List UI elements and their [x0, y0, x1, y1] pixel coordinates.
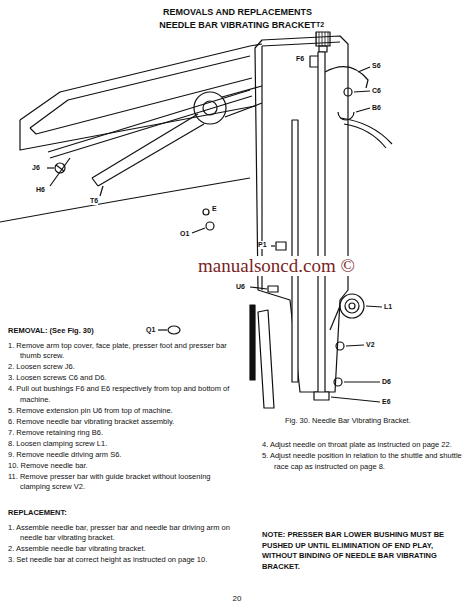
- step-text: 4. Pull out bushings F6 and E6 respectiv…: [8, 384, 238, 405]
- step-text: 4. Adjust needle on throat plate as inst…: [262, 440, 467, 451]
- callout-label: V2: [366, 341, 375, 349]
- step-text: 2. Assemble needle bar vibrating bracket…: [8, 544, 238, 555]
- callout-label: P1: [258, 241, 267, 249]
- step-text: 7. Remove retaining ring B6.: [8, 428, 238, 439]
- text-column: 4. Adjust needle on throat plate as inst…: [262, 440, 467, 473]
- callout-label: O1: [180, 230, 189, 238]
- callout-label: F6: [296, 55, 304, 63]
- text-column: REMOVAL: (See Fig. 30) 1. Remove arm top …: [8, 326, 238, 493]
- note-text: NOTE: PRESSER BAR LOWER BUSHING MUST BE …: [262, 530, 467, 572]
- text-column: NOTE: PRESSER BAR LOWER BUSHING MUST BE …: [262, 530, 467, 572]
- section-heading: REMOVAL: (See Fig. 30): [8, 326, 238, 337]
- step-text: 1. Assemble needle bar, presser bar and …: [8, 523, 238, 544]
- step-text: 3. Loosen screws C6 and D6.: [8, 373, 238, 384]
- callout-label: Q1: [146, 326, 155, 334]
- page-title: REMOVALS AND REPLACEMENTS NEEDLE BAR VIB…: [150, 6, 325, 32]
- callout-label: S6: [372, 62, 381, 70]
- callout-label: U6: [236, 283, 245, 291]
- step-text: 10. Remove needle bar.: [8, 461, 238, 472]
- callout-label: C6: [372, 87, 381, 95]
- step-text: 2. Loosen screw J6.: [8, 362, 238, 373]
- callout-label: L1: [384, 303, 392, 311]
- callout-label: T6: [90, 197, 98, 205]
- callout-label: E: [212, 205, 217, 213]
- step-text: 3. Set needle bar at correct height as i…: [8, 555, 238, 566]
- section-heading: REPLACEMENT:: [8, 508, 238, 519]
- step-text: 8. Loosen clamping screw L1.: [8, 439, 238, 450]
- step-text: 5. Adjust needle position in relation to…: [262, 451, 467, 472]
- callout-label: B6: [372, 104, 381, 112]
- figure-caption: Fig. 30. Needle Bar Vibrating Bracket.: [285, 416, 411, 426]
- step-text: 1. Remove arm top cover, face plate, pre…: [8, 341, 238, 362]
- callout-label: D6: [382, 378, 391, 386]
- step-text: 11. Remove presser bar with guide bracke…: [8, 472, 238, 493]
- step-text: 5. Remove extension pin U6 from top of m…: [8, 406, 238, 417]
- step-text: 9. Remove needle driving arm S6.: [8, 450, 238, 461]
- text-column: REPLACEMENT: 1. Assemble needle bar, pres…: [8, 508, 238, 566]
- watermark: manualsoncd.com ©: [198, 256, 355, 276]
- step-text: 6. Remove needle bar vibrating bracket a…: [8, 417, 238, 428]
- callout-label: J6: [32, 164, 40, 172]
- callout-label: T2: [316, 21, 324, 29]
- callout-label: H6: [36, 186, 45, 194]
- page-number: 20: [217, 594, 257, 603]
- callout-label: E6: [382, 398, 391, 406]
